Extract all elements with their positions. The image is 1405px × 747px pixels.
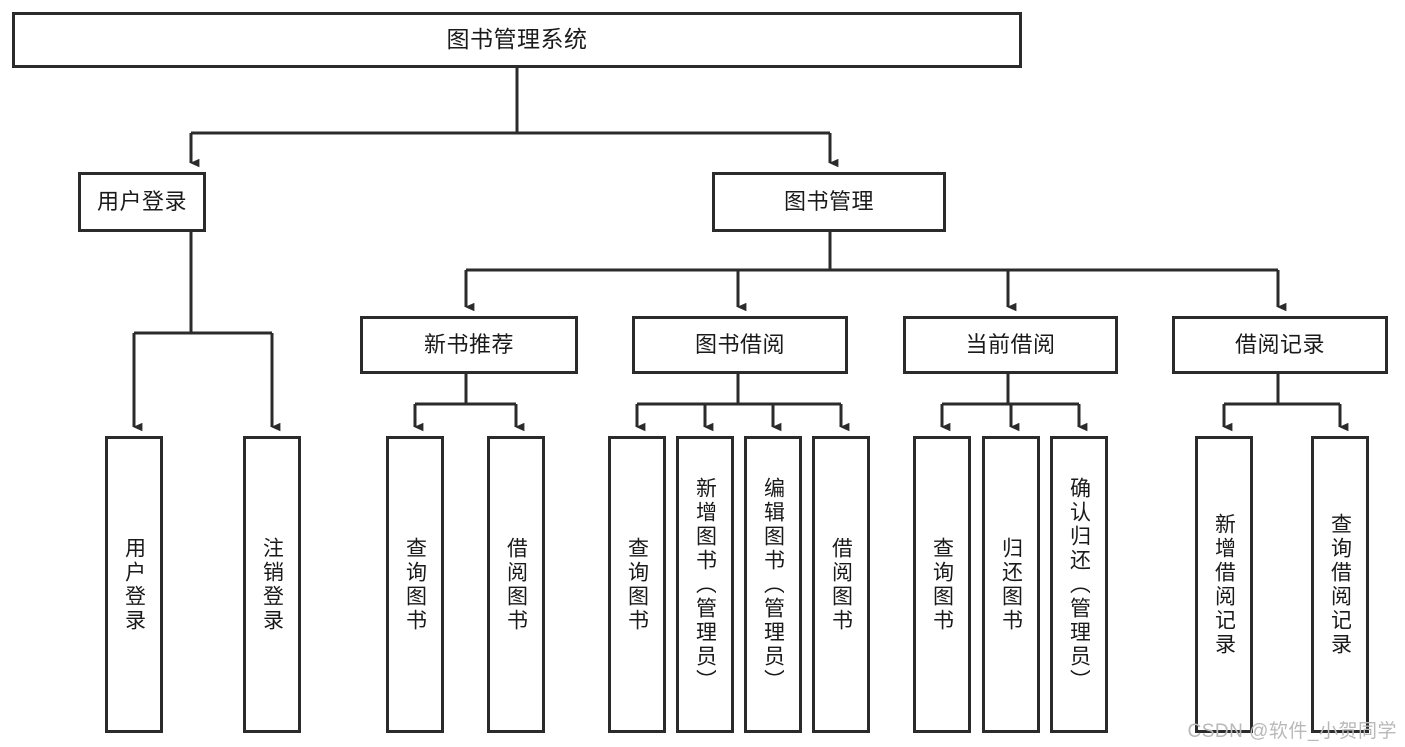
leaf-borrow-query-book[interactable]: 查询图书 [608, 436, 666, 733]
node-root-label: 图书管理系统 [446, 26, 588, 53]
node-new-book-recommend[interactable]: 新书推荐 [360, 316, 578, 374]
leaf-borrow-borrow-book[interactable]: 借阅图书 [812, 436, 870, 733]
leaf-borrow-query-book-label: 查询图书 [626, 536, 648, 633]
leaf-borrow-borrow-book-label: 借阅图书 [830, 536, 852, 633]
leaf-current-query-book-label: 查询图书 [931, 536, 953, 633]
leaf-records-query-record-label: 查询借阅记录 [1329, 512, 1351, 657]
node-new-book-recommend-label: 新书推荐 [423, 332, 514, 358]
leaf-user-login-logout[interactable]: 注销登录 [243, 436, 301, 733]
leaf-borrow-edit-book-admin[interactable]: 编辑图书（管理员） [744, 436, 802, 733]
leaf-user-login-logout-label: 注销登录 [261, 536, 283, 633]
leaf-records-query-record[interactable]: 查询借阅记录 [1311, 436, 1369, 733]
node-book-borrow[interactable]: 图书借阅 [632, 316, 848, 374]
leaf-new-book-query-label: 查询图书 [404, 536, 426, 633]
leaf-new-book-query[interactable]: 查询图书 [386, 436, 444, 733]
node-current-borrow[interactable]: 当前借阅 [903, 316, 1118, 374]
node-book-borrow-label: 图书借阅 [694, 332, 785, 358]
node-book-management-label: 图书管理 [783, 189, 874, 215]
leaf-current-confirm-return-admin-label: 确认归还（管理员） [1068, 476, 1090, 693]
node-user-login[interactable]: 用户登录 [78, 172, 206, 232]
node-current-borrow-label: 当前借阅 [965, 332, 1056, 358]
node-book-management[interactable]: 图书管理 [712, 172, 946, 232]
leaf-user-login-login-label: 用户登录 [123, 536, 145, 633]
node-borrow-records[interactable]: 借阅记录 [1172, 316, 1388, 374]
leaf-borrow-edit-book-admin-label: 编辑图书（管理员） [762, 476, 784, 693]
leaf-current-return-book-label: 归还图书 [1000, 536, 1022, 633]
node-borrow-records-label: 借阅记录 [1234, 332, 1325, 358]
node-root-book-management-system[interactable]: 图书管理系统 [12, 12, 1022, 68]
leaf-borrow-add-book-admin-label: 新增图书（管理员） [694, 476, 716, 693]
leaf-borrow-add-book-admin[interactable]: 新增图书（管理员） [676, 436, 734, 733]
leaf-current-return-book[interactable]: 归还图书 [982, 436, 1040, 733]
leaf-current-query-book[interactable]: 查询图书 [913, 436, 971, 733]
leaf-new-book-borrow-label: 借阅图书 [505, 536, 527, 633]
leaf-records-add-record[interactable]: 新增借阅记录 [1195, 436, 1253, 733]
node-user-login-label: 用户登录 [96, 189, 187, 215]
leaf-current-confirm-return-admin[interactable]: 确认归还（管理员） [1050, 436, 1108, 733]
leaf-new-book-borrow[interactable]: 借阅图书 [487, 436, 545, 733]
leaf-records-add-record-label: 新增借阅记录 [1213, 512, 1235, 657]
leaf-user-login-login[interactable]: 用户登录 [105, 436, 163, 733]
